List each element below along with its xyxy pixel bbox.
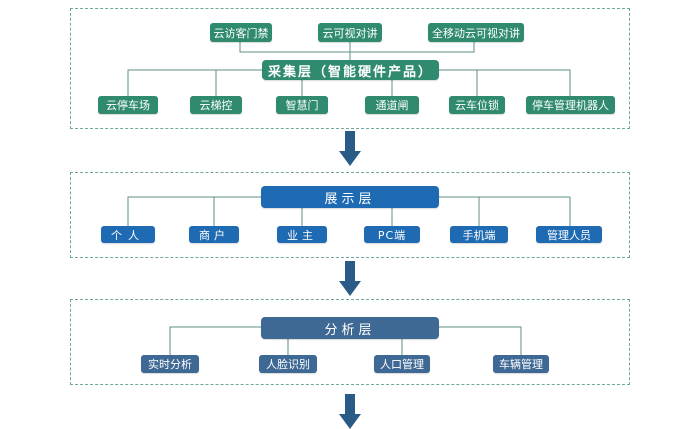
down-arrow-icon xyxy=(339,394,361,429)
node-vehicle-mgmt: 车辆管理 xyxy=(493,355,549,373)
node-visitor-access: 云访客门禁 xyxy=(210,23,272,42)
node-merchant: 商户 xyxy=(189,226,239,243)
node-pc: PC端 xyxy=(364,226,420,243)
collection-layer-title: 采集层（智能硬件产品） xyxy=(262,60,439,80)
node-access-gate: 通道闸 xyxy=(365,96,419,114)
node-video-intercom: 云可视对讲 xyxy=(318,23,382,42)
display-layer-panel xyxy=(70,172,630,258)
node-smart-door: 智慧门 xyxy=(276,96,328,114)
node-manager: 管理人员 xyxy=(536,226,602,243)
analysis-layer-title: 分析层 xyxy=(261,317,439,339)
down-arrow-icon xyxy=(339,131,361,166)
node-individual: 个人 xyxy=(101,226,155,243)
node-parking-lock: 云车位锁 xyxy=(449,96,505,114)
down-arrow-icon xyxy=(339,261,361,296)
display-layer-title: 展示层 xyxy=(261,186,439,208)
node-cloud-parking: 云停车场 xyxy=(98,96,158,114)
node-realtime-analysis: 实时分析 xyxy=(141,355,199,373)
node-face-recognition: 人脸识别 xyxy=(259,355,317,373)
node-population-mgmt: 人口管理 xyxy=(374,355,430,373)
analysis-layer-panel xyxy=(70,299,630,385)
node-owner: 业主 xyxy=(277,226,327,243)
node-cloud-elevator: 云梯控 xyxy=(190,96,242,114)
node-mobile: 手机端 xyxy=(450,226,508,243)
collection-layer-panel xyxy=(70,8,630,129)
node-parking-robot: 停车管理机器人 xyxy=(526,96,615,114)
node-mobile-intercom: 全移动云可视对讲 xyxy=(428,23,524,42)
